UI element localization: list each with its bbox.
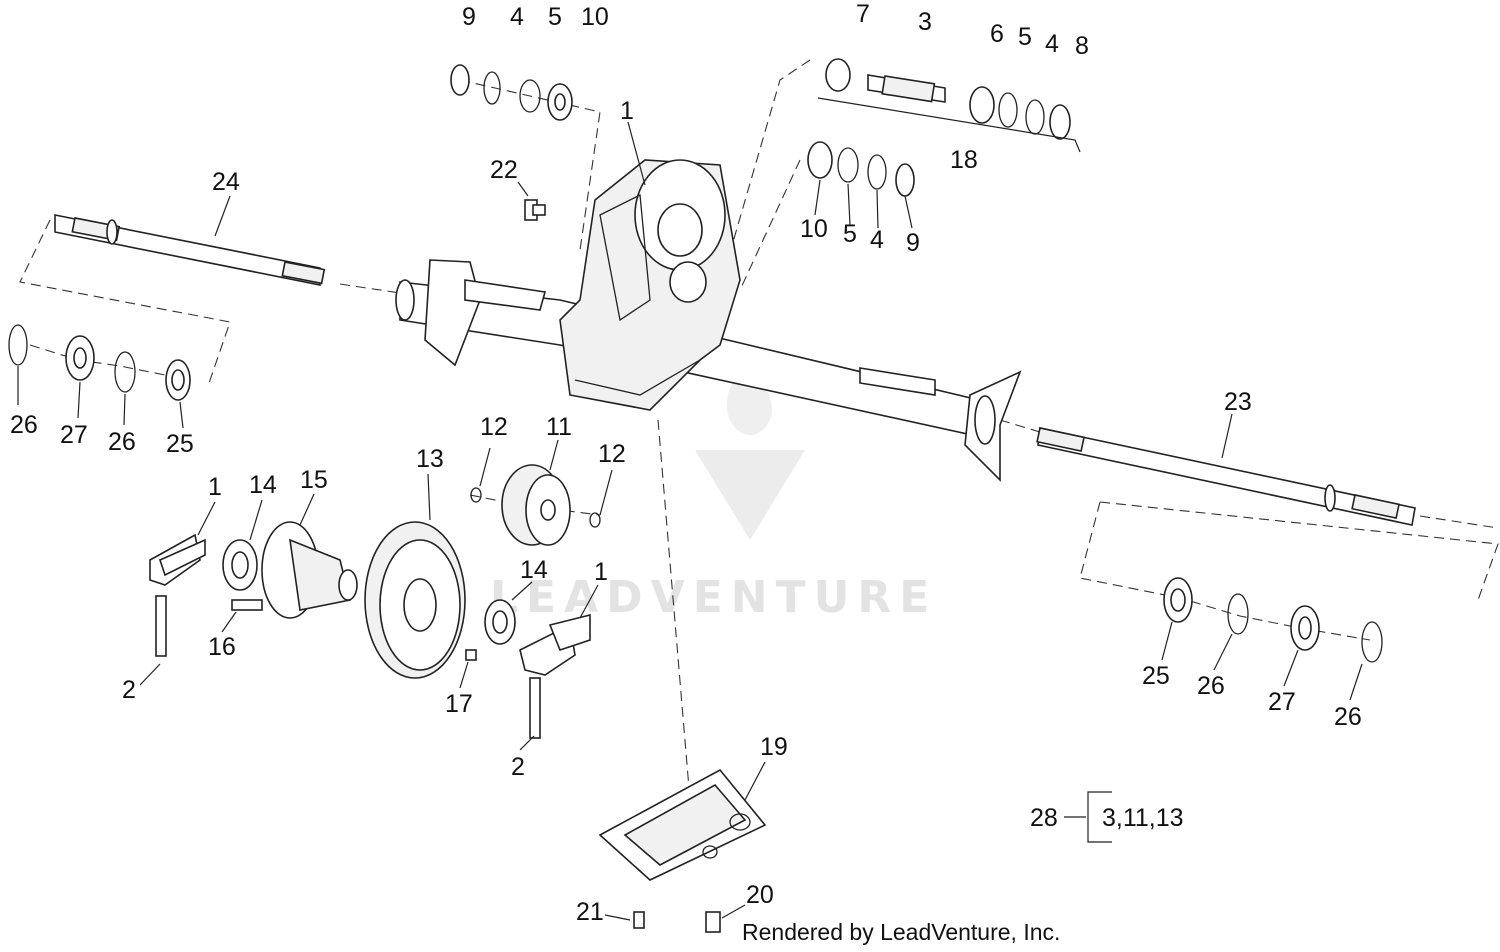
axle-shaft-right [1036, 427, 1416, 526]
callout-label: 13 [416, 445, 444, 473]
callout-label: 17 [445, 690, 473, 718]
kit-contents: 3,11,13 [1102, 804, 1184, 832]
callout-label: 19 [760, 733, 788, 761]
callout-label: 1 [620, 97, 634, 125]
intermediate-gear [470, 464, 601, 546]
callout-label: 1 [208, 473, 222, 501]
callout-label: 2 [122, 676, 136, 704]
callout-label: 25 [1142, 662, 1170, 690]
callout-label: 4 [870, 226, 884, 254]
axle-shaft-left [54, 214, 326, 286]
callout-label: 4 [510, 3, 524, 31]
kit-number: 28 [1030, 804, 1058, 832]
watermark-text: LEADVENTURE [490, 572, 937, 623]
callout-label: 12 [480, 413, 508, 441]
callout-label: 5 [843, 220, 857, 248]
callout-label: 12 [598, 440, 626, 468]
callout-labels: 9 4 5 10 7 3 6 5 4 8 1 18 22 24 10 5 4 9… [10, 0, 1362, 926]
callout-label: 8 [1075, 32, 1089, 60]
kit-note: 28 3,11,13 [1030, 791, 1184, 843]
callout-label: 11 [546, 413, 572, 441]
leader-lines [17, 121, 1363, 921]
bearing-set-left [8, 324, 191, 401]
callout-label: 27 [60, 421, 88, 449]
callout-label: 5 [548, 3, 562, 31]
callout-label: 26 [1334, 703, 1362, 731]
callout-label: 3 [918, 8, 932, 36]
callout-label: 15 [300, 466, 328, 494]
watermark-flame-icon [726, 350, 772, 435]
callout-label: 20 [746, 881, 774, 909]
render-credit: Rendered by LeadVenture, Inc. [742, 919, 1060, 945]
watermark-logo-icon [695, 450, 805, 540]
bearing-set-right [1163, 577, 1383, 663]
callout-label: 9 [906, 229, 920, 257]
input-shaft-group [450, 58, 1081, 197]
transaxle-housing [395, 159, 1022, 482]
callout-label: 21 [576, 898, 604, 926]
callout-label: 7 [856, 0, 870, 28]
callout-label: 10 [800, 215, 828, 243]
callout-label: 5 [1018, 23, 1032, 51]
callout-label: 22 [490, 156, 518, 184]
callout-label: 14 [520, 556, 548, 584]
callout-label: 18 [950, 146, 978, 174]
callout-label: 16 [208, 633, 236, 661]
callout-label: 10 [581, 3, 609, 31]
watermark: LEADVENTURE [490, 350, 937, 623]
callout-label: 9 [462, 3, 476, 31]
callout-label: 14 [249, 471, 277, 499]
callout-label: 1 [594, 558, 608, 586]
vent-fitting [524, 199, 546, 221]
callout-label: 26 [108, 428, 136, 456]
callout-label: 25 [166, 430, 194, 458]
callout-label: 23 [1224, 388, 1252, 416]
callout-label: 26 [10, 411, 38, 439]
callout-label: 4 [1045, 30, 1059, 58]
callout-label: 6 [990, 20, 1004, 48]
differential-assembly [149, 521, 591, 739]
oil-pan [598, 768, 767, 933]
callout-label: 24 [212, 168, 240, 196]
callout-label: 2 [511, 753, 525, 781]
callout-label: 26 [1197, 672, 1225, 700]
callout-label: 27 [1268, 688, 1296, 716]
